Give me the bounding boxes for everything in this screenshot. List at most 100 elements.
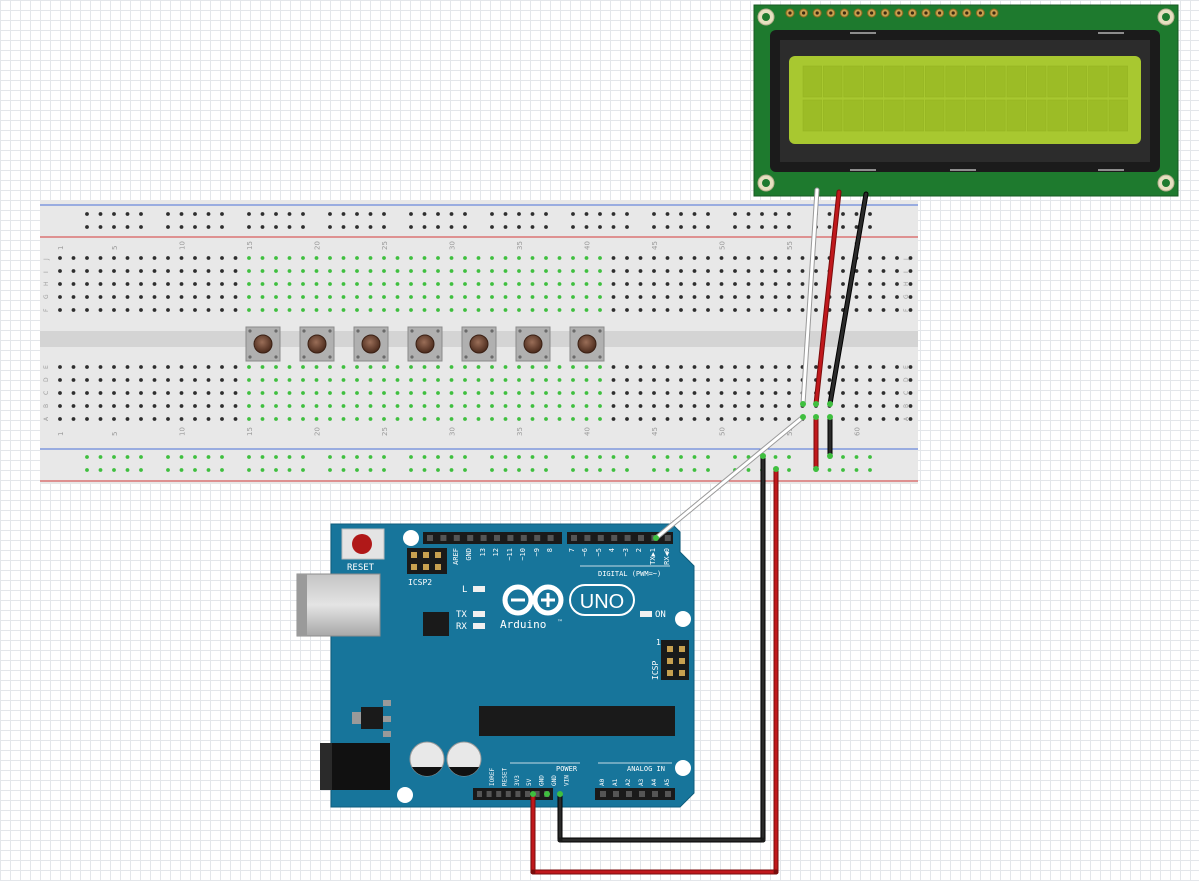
svg-text:30: 30 bbox=[449, 427, 457, 436]
pushbutton[interactable] bbox=[461, 326, 497, 362]
svg-text:45: 45 bbox=[651, 241, 659, 250]
pushbutton[interactable] bbox=[407, 326, 443, 362]
voltage-regulator bbox=[361, 707, 383, 729]
svg-text:1: 1 bbox=[57, 432, 65, 436]
svg-text:A: A bbox=[43, 416, 50, 421]
svg-text:12: 12 bbox=[492, 548, 500, 556]
svg-text:RESET: RESET bbox=[501, 768, 508, 786]
svg-text:C: C bbox=[43, 391, 50, 395]
svg-text:GND: GND bbox=[465, 548, 473, 561]
uno-badge bbox=[569, 584, 635, 616]
icsp-pin1-label: 1 bbox=[656, 638, 661, 647]
svg-text:C: C bbox=[903, 391, 910, 395]
wire-black-lcd bbox=[828, 192, 868, 406]
icsp-label: ICSP bbox=[651, 661, 660, 680]
svg-text:G: G bbox=[903, 294, 910, 299]
svg-text:8: 8 bbox=[546, 548, 554, 552]
pushbutton[interactable] bbox=[353, 326, 389, 362]
led-tx bbox=[473, 611, 485, 617]
svg-text:B: B bbox=[903, 404, 910, 408]
arduino-logo-text: Arduino bbox=[500, 618, 546, 631]
svg-text:J: J bbox=[903, 258, 910, 261]
power-label: POWER bbox=[556, 765, 578, 773]
svg-text:~5: ~5 bbox=[595, 548, 603, 556]
svg-text:TX▶1: TX▶1 bbox=[649, 548, 657, 565]
svg-text:25: 25 bbox=[381, 241, 389, 250]
svg-text:~9: ~9 bbox=[533, 548, 541, 556]
digital-header-right bbox=[567, 532, 673, 544]
svg-text:IOREF: IOREF bbox=[489, 768, 496, 786]
svg-text:A5: A5 bbox=[664, 778, 671, 786]
pushbutton[interactable] bbox=[299, 326, 335, 362]
digital-label: DIGITAL (PWM=~) bbox=[598, 570, 661, 578]
wire-white-signal bbox=[654, 415, 805, 540]
icsp2-label: ICSP2 bbox=[408, 578, 432, 587]
svg-text:40: 40 bbox=[584, 427, 592, 436]
led-l-label: L bbox=[462, 585, 467, 595]
wire-red-5v bbox=[531, 469, 778, 874]
wires bbox=[530, 187, 869, 875]
led-rx bbox=[473, 623, 485, 629]
svg-text:7: 7 bbox=[568, 548, 576, 552]
svg-text:2: 2 bbox=[635, 548, 643, 552]
svg-text:4: 4 bbox=[608, 548, 616, 552]
lcd-header-pins bbox=[785, 8, 999, 18]
arduino-board bbox=[330, 523, 695, 808]
svg-text:A2: A2 bbox=[625, 778, 632, 786]
svg-text:H: H bbox=[903, 281, 910, 286]
svg-text:35: 35 bbox=[516, 241, 524, 250]
led-rx-label: RX bbox=[456, 622, 467, 632]
svg-text:F: F bbox=[43, 308, 50, 312]
arduino-mount-hole bbox=[675, 611, 691, 627]
pushbutton[interactable] bbox=[569, 326, 605, 362]
svg-text:15: 15 bbox=[246, 241, 254, 250]
svg-text:5: 5 bbox=[111, 246, 119, 250]
pushbutton[interactable] bbox=[245, 326, 281, 362]
svg-text:45: 45 bbox=[651, 427, 659, 436]
svg-text:F: F bbox=[903, 308, 910, 312]
svg-text:13: 13 bbox=[479, 548, 487, 556]
breadboard: 1155101015152020252530303535404045455050… bbox=[40, 200, 918, 484]
svg-text:A0: A0 bbox=[599, 778, 606, 786]
svg-text:55: 55 bbox=[786, 241, 794, 250]
svg-text:10: 10 bbox=[179, 241, 187, 250]
arduino-logo-tm: ™ bbox=[557, 619, 563, 626]
usb-connector bbox=[296, 573, 381, 637]
power-header bbox=[473, 788, 553, 800]
pushbuttons bbox=[245, 326, 605, 362]
svg-text:40: 40 bbox=[584, 241, 592, 250]
icsp2-header bbox=[407, 548, 447, 574]
arduino-infinity-logo bbox=[502, 584, 564, 616]
svg-text:~3: ~3 bbox=[622, 548, 630, 556]
wire-black-gnd bbox=[558, 456, 765, 842]
svg-text:B: B bbox=[43, 404, 50, 408]
pushbutton[interactable] bbox=[515, 326, 551, 362]
arduino-mount-hole bbox=[397, 787, 413, 803]
reset-button-cap[interactable] bbox=[352, 534, 372, 554]
wire-white-lcd bbox=[801, 188, 819, 406]
svg-text:10: 10 bbox=[179, 427, 187, 436]
svg-text:D: D bbox=[43, 377, 50, 382]
arduino-mount-hole bbox=[675, 760, 691, 776]
svg-text:15: 15 bbox=[246, 427, 254, 436]
svg-text:20: 20 bbox=[314, 427, 322, 436]
wire-red-lcd bbox=[814, 190, 841, 406]
svg-text:GND: GND bbox=[551, 775, 558, 786]
usb-chip bbox=[423, 612, 449, 636]
svg-text:A4: A4 bbox=[651, 778, 658, 786]
uno-label: UNO bbox=[580, 591, 624, 613]
svg-text:E: E bbox=[903, 365, 910, 369]
svg-text:J: J bbox=[43, 258, 50, 261]
arduino-uno: RESET ICSP2 L TX RX ON bbox=[296, 523, 695, 808]
svg-text:A3: A3 bbox=[638, 778, 645, 786]
led-on bbox=[640, 611, 652, 617]
svg-text:VIN: VIN bbox=[563, 775, 570, 786]
svg-text:25: 25 bbox=[381, 427, 389, 436]
analog-label: ANALOG IN bbox=[627, 765, 665, 773]
reset-label: RESET bbox=[347, 563, 375, 573]
svg-text:A: A bbox=[903, 416, 910, 421]
